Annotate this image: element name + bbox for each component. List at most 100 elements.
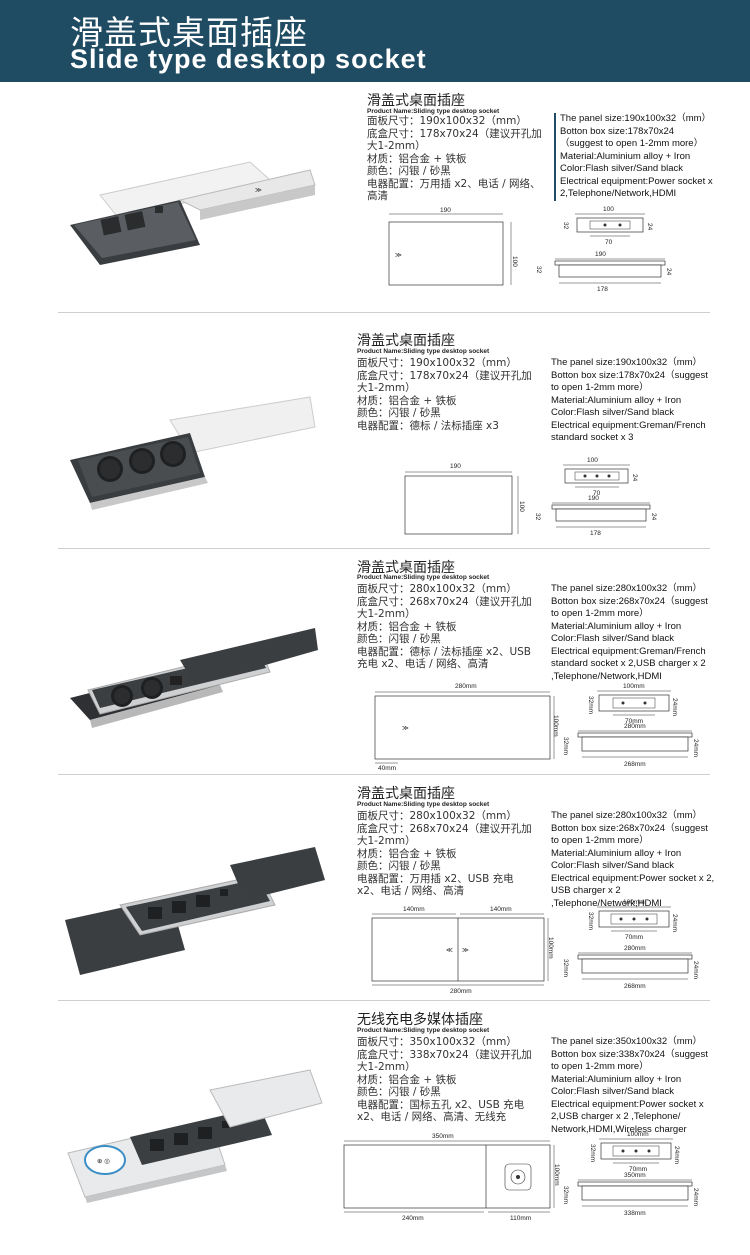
section-divider: [58, 1000, 710, 1001]
dimension-label: 100: [587, 457, 598, 464]
product-photo-2: [70, 396, 316, 510]
spec-en-line: Material:Aluminium alloy + Iron: [560, 150, 691, 162]
product-3-name-en: Product Name:Sliding type desktop socket: [357, 574, 490, 581]
spec-zh-line: 底盒尺寸：178x70x24（建议开孔加大1-2mm）: [357, 369, 532, 395]
spec-zh-line: 电器配置：德标 / 法标插座 x3: [357, 419, 499, 432]
product-4-name: 滑盖式桌面插座: [357, 786, 455, 802]
dimension-label: 268mm: [624, 761, 646, 768]
top-view-drawing-1: 100 32 24 70: [562, 206, 653, 246]
product-5-name-en: Product Name:Sliding type desktop socket: [357, 1027, 490, 1034]
dimension-label: 32mm: [562, 737, 569, 755]
panel-drawing-2: 190 100: [404, 463, 525, 535]
product-4-name-en: Product Name:Sliding type desktop socket: [357, 801, 490, 808]
dimension-label: 24mm: [692, 961, 699, 979]
dimension-label: 32mm: [587, 696, 594, 714]
spec-en-line: Electrical equipment:Greman/French stand…: [551, 645, 706, 682]
panel-drawing-4: 140mm 140mm ≪ ≫ 100mm 280mm: [371, 906, 554, 995]
product-3-specs-zh: 面板尺寸：280x100x32（mm） 底盒尺寸：268x70x24（建议开孔加…: [357, 583, 537, 671]
spec-zh-line: 材质：铝合金 + 铁板: [357, 1073, 457, 1086]
section-divider: [58, 312, 710, 313]
spec-zh-line: 材质：铝合金 + 铁板: [357, 620, 457, 633]
dimension-label: 32mm: [562, 1186, 569, 1204]
dimension-label: 178: [597, 286, 608, 293]
dimension-label: 190: [588, 495, 599, 502]
dimension-label: 100: [603, 206, 614, 213]
product-4-specs-en: The panel size:280x100x32（mm） Botton box…: [551, 810, 716, 910]
spec-zh-line: 颜色：闪银 / 砂黑: [357, 860, 441, 872]
spec-en-line: Material:Aluminium alloy + Iron: [551, 847, 682, 859]
spec-en-line: The panel size:280x100x32（mm）: [551, 583, 703, 594]
dimension-label: 100mm: [553, 1164, 560, 1186]
dimension-label: 190: [595, 251, 606, 258]
svg-text:≫: ≫: [255, 187, 262, 194]
spec-zh-line: 面板尺寸：190x100x32（mm）: [357, 357, 517, 369]
product-photo-3: [70, 628, 318, 728]
side-view-drawing-4: 280mm 32mm 24mm 268mm: [562, 945, 699, 990]
dimension-label: 32: [534, 513, 541, 521]
dimension-label: 32mm: [587, 912, 594, 930]
dimension-label: 280mm: [624, 723, 646, 730]
dimension-label: 70: [593, 490, 601, 497]
spec-en-line: Electrical equipment:Power socket x 2,US…: [551, 1098, 704, 1135]
spec-en-line: The panel size:190x100x32（mm）: [551, 357, 703, 368]
spec-en-line: The panel size:190x100x32（mm）: [560, 113, 712, 124]
dimension-label: 24mm: [692, 1188, 699, 1206]
dimension-label: 350mm: [624, 1172, 646, 1179]
dimension-label: 100mm: [627, 1131, 649, 1138]
spec-zh-line: 电器配置：国标五孔 x2、USB 充电 x2、电话 / 网络、高清、无线充: [357, 1098, 525, 1124]
dimension-label: 24mm: [673, 1146, 680, 1164]
svg-text:≫: ≫: [395, 252, 402, 259]
dimension-label: 240mm: [402, 1215, 424, 1222]
spec-zh-line: 面板尺寸：280x100x32（mm）: [357, 583, 517, 595]
product-3-name: 滑盖式桌面插座: [357, 560, 455, 576]
dimension-label: 24: [646, 223, 653, 231]
spec-zh-line: 底盒尺寸：268x70x24（建议开孔加大1-2mm）: [357, 822, 532, 848]
product-3-specs-en: The panel size:280x100x32（mm） Botton box…: [551, 583, 711, 683]
product-2-specs-zh: 面板尺寸：190x100x32（mm） 底盒尺寸：178x70x24（建议开孔加…: [357, 357, 537, 432]
dimension-label: 268mm: [624, 983, 646, 990]
spec-zh-line: 颜色：闪银 / 砂黑: [357, 1086, 441, 1098]
spec-en-line: Color:Flash silver/Sand black: [551, 407, 675, 418]
spec-zh-line: 底盒尺寸：338x70x24（建议开孔加大1-2mm）: [357, 1048, 532, 1074]
product-1-specs-zh: 面板尺寸：190x100x32（mm） 底盒尺寸：178x70x24（建议开孔加…: [367, 115, 547, 203]
side-view-drawing-1: 190 32 24 178: [535, 251, 672, 293]
spec-zh-line: 电器配置：德标 / 法标插座 x2、USB 充电 x2、电话 / 网络、高清: [357, 645, 531, 671]
svg-text:≫: ≫: [462, 947, 469, 954]
product-photo-4: [65, 847, 325, 975]
dimension-label: 24: [631, 474, 638, 482]
dimension-label: 32mm: [589, 1144, 596, 1162]
spec-en-line: Electrical equipment:Power socket x 2,Te…: [560, 175, 713, 200]
spec-zh-line: 颜色：闪银 / 砂黑: [357, 407, 441, 419]
product-5-name: 无线充电多媒体插座: [357, 1012, 483, 1028]
product-5-specs-zh: 面板尺寸：350x100x32（mm） 底盒尺寸：338x70x24（建议开孔加…: [357, 1036, 537, 1124]
dimension-label: 24: [665, 268, 672, 276]
product-1-name-en: Product Name:Sliding type desktop socket: [367, 108, 500, 115]
dimension-label: 32mm: [562, 959, 569, 977]
dimension-label: 350mm: [432, 1133, 454, 1140]
dimension-label: 32: [562, 222, 569, 230]
dimension-label: 190: [450, 463, 461, 470]
spec-en-line: Botton box size:338x70x24（suggest to ope…: [551, 1048, 708, 1073]
spec-en-line: Material:Aluminium alloy + Iron: [551, 620, 682, 632]
dimension-label: 100: [518, 501, 525, 512]
top-view-drawing-5: 100mm 32mm 24mm 70mm: [589, 1131, 680, 1173]
top-view-drawing-3: 100mm 32mm 24mm 70mm: [587, 683, 678, 725]
spec-en-line: Botton box size:268x70x24（suggest to ope…: [551, 595, 708, 620]
spec-zh-line: 底盒尺寸：178x70x24（建议开孔加大1-2mm）: [367, 127, 542, 153]
spec-en-line: Color:Flash silver/Sand black: [551, 633, 675, 644]
spec-zh-line: 电器配置：万用插 x2、USB 充电 x2、电话 / 网络、高清: [357, 872, 514, 898]
spec-en-line: Botton box size:178x70x24（suggest to ope…: [551, 369, 708, 394]
spec-zh-line: 面板尺寸：190x100x32（mm）: [367, 115, 527, 127]
spec-zh-line: 底盒尺寸：268x70x24（建议开孔加大1-2mm）: [357, 595, 532, 621]
dimension-label: 280mm: [455, 683, 477, 690]
spec-en-line: The panel size:280x100x32（mm）: [551, 810, 703, 821]
dimension-label: 100mm: [552, 715, 559, 737]
dimension-label: 24mm: [671, 914, 678, 932]
header-title-zh: 滑盖式桌面插座: [70, 13, 308, 52]
product-2-name: 滑盖式桌面插座: [357, 333, 455, 349]
header-title-en: Slide type desktop socket: [70, 44, 427, 74]
spec-en-line: Material:Aluminium alloy + Iron: [551, 394, 682, 406]
dimension-label: 24: [650, 513, 657, 521]
spec-zh-line: 面板尺寸：280x100x32（mm）: [357, 810, 517, 822]
product-4-specs-zh: 面板尺寸：280x100x32（mm） 底盒尺寸：268x70x24（建议开孔加…: [357, 810, 537, 898]
